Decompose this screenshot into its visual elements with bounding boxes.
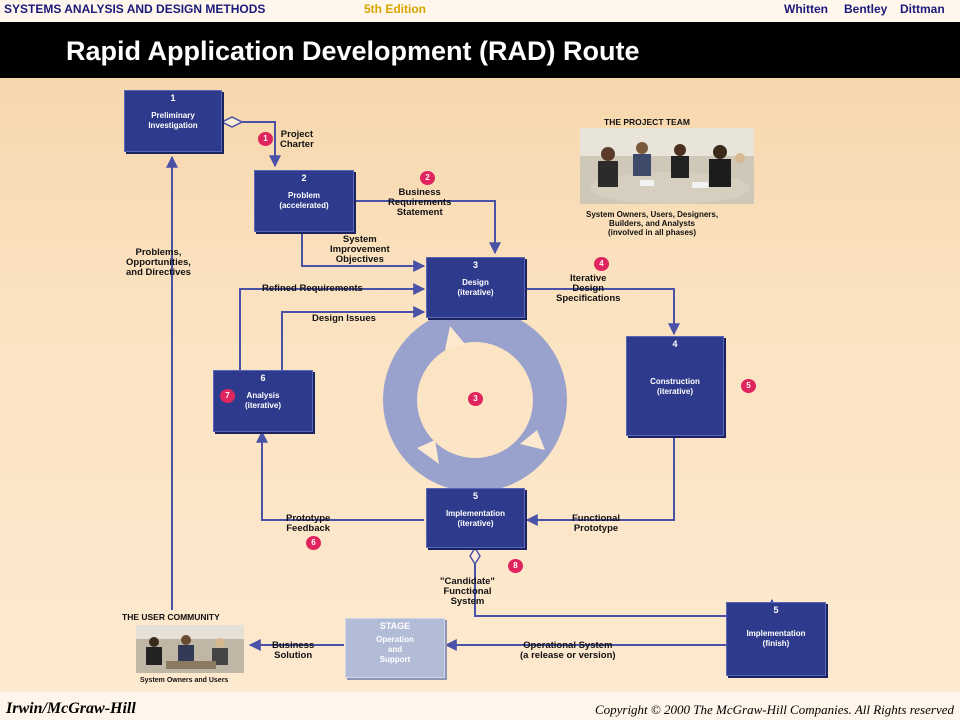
arrow-business-req bbox=[354, 200, 501, 255]
box-label: Operation and Support bbox=[376, 635, 414, 664]
label-iterative-design: Iterative Design Specifications bbox=[556, 273, 621, 304]
label-prototype-feedback: Prototype Feedback bbox=[286, 513, 331, 534]
box-operation-support: STAGE Operation and Support bbox=[345, 618, 445, 678]
box-label: Design (iterative) bbox=[457, 278, 494, 297]
box-implementation-finish: 5 Implementation (finish) bbox=[726, 602, 826, 676]
project-team-heading: THE PROJECT TEAM bbox=[604, 117, 690, 127]
step-badge: 6 bbox=[306, 536, 321, 550]
header-bar bbox=[0, 0, 960, 22]
author-dittman: Dittman bbox=[900, 2, 945, 16]
diamond-box1 bbox=[220, 116, 244, 128]
box-number: 2 bbox=[301, 173, 307, 183]
box-label: Analysis (iterative) bbox=[244, 391, 281, 410]
step-badge: 8 bbox=[508, 559, 523, 573]
step-badge: 7 bbox=[220, 389, 235, 403]
copyright-label: Copyright © 2000 The McGraw-Hill Compani… bbox=[594, 702, 954, 717]
label-problems: Problems, Opportunities, and Directives bbox=[126, 247, 191, 278]
box-label: Implementation (iterative) bbox=[445, 509, 506, 528]
box-label: Implementation (finish) bbox=[746, 629, 806, 648]
user-community-photo bbox=[136, 625, 244, 673]
label-refined-requirements: Refined Requirements bbox=[262, 283, 363, 294]
project-team-caption: System Owners, Users, Designers, Builder… bbox=[586, 210, 719, 237]
label-candidate-system: "Candidate" Functional System bbox=[440, 576, 495, 607]
author-whitten: Whitten bbox=[784, 2, 828, 16]
publisher-label: Irwin/McGraw-Hill bbox=[6, 700, 136, 717]
box-implementation-iterative: 5 Implementation (iterative) bbox=[426, 488, 525, 548]
box-label: Preliminary Investigation bbox=[148, 111, 198, 130]
slide-title: Rapid Application Development (RAD) Rout… bbox=[66, 36, 640, 66]
box-number: 5 bbox=[472, 491, 478, 501]
arrow-sys-improvement bbox=[301, 232, 426, 272]
label-project-charter: Project Charter bbox=[280, 129, 314, 150]
diagram-canvas bbox=[0, 78, 960, 692]
arrow-design-issues bbox=[281, 306, 426, 370]
box-number: 3 bbox=[472, 260, 478, 270]
label-functional-prototype: Functional Prototype bbox=[572, 513, 621, 534]
box-construction: 4 Construction (iterative) bbox=[626, 336, 724, 436]
step-badge: 2 bbox=[420, 171, 435, 185]
stage-label: STAGE bbox=[379, 621, 411, 631]
step-badge: 4 bbox=[594, 257, 609, 271]
author-bentley: Bentley bbox=[844, 2, 888, 16]
step-badge: 3 bbox=[468, 392, 483, 406]
diamond-box5 bbox=[469, 546, 481, 566]
edition-label: 5th Edition bbox=[364, 2, 426, 16]
box-problem: 2 Problem (accelerated) bbox=[254, 170, 354, 232]
step-badge: 5 bbox=[741, 379, 756, 393]
footer-bar bbox=[0, 692, 960, 720]
box-number: 5 bbox=[773, 605, 779, 615]
title-bar bbox=[0, 22, 960, 78]
project-team-photo bbox=[580, 128, 754, 204]
arrow-functional-prototype bbox=[525, 436, 675, 526]
arrow-refined-req bbox=[239, 283, 426, 370]
box-label: Problem (accelerated) bbox=[279, 191, 329, 210]
step-badge: 1 bbox=[258, 132, 273, 146]
box-design: 3 Design (iterative) bbox=[426, 257, 525, 318]
label-system-improvement: System Improvement Objectives bbox=[330, 234, 390, 265]
box-number: 4 bbox=[672, 339, 678, 349]
iteration-cycle bbox=[383, 308, 567, 492]
label-operational-system: Operational System (a release or version… bbox=[520, 640, 616, 661]
user-community-heading: THE USER COMMUNITY bbox=[122, 612, 220, 622]
box-label: Construction (iterative) bbox=[650, 377, 700, 396]
box-preliminary-investigation: 1 Preliminary Investigation bbox=[124, 90, 222, 152]
box-number: 1 bbox=[170, 93, 176, 103]
user-community-caption: System Owners and Users bbox=[140, 677, 229, 684]
arrow-prototype-feedback bbox=[256, 430, 424, 521]
course-title: SYSTEMS ANALYSIS AND DESIGN METHODS bbox=[4, 2, 266, 16]
label-business-requirements: Business Requirements Statement bbox=[388, 187, 452, 218]
arrow-iterative-design bbox=[525, 288, 680, 336]
label-business-solution: Business Solution bbox=[272, 640, 315, 661]
box-number: 6 bbox=[260, 373, 266, 383]
label-design-issues: Design Issues bbox=[312, 313, 376, 324]
